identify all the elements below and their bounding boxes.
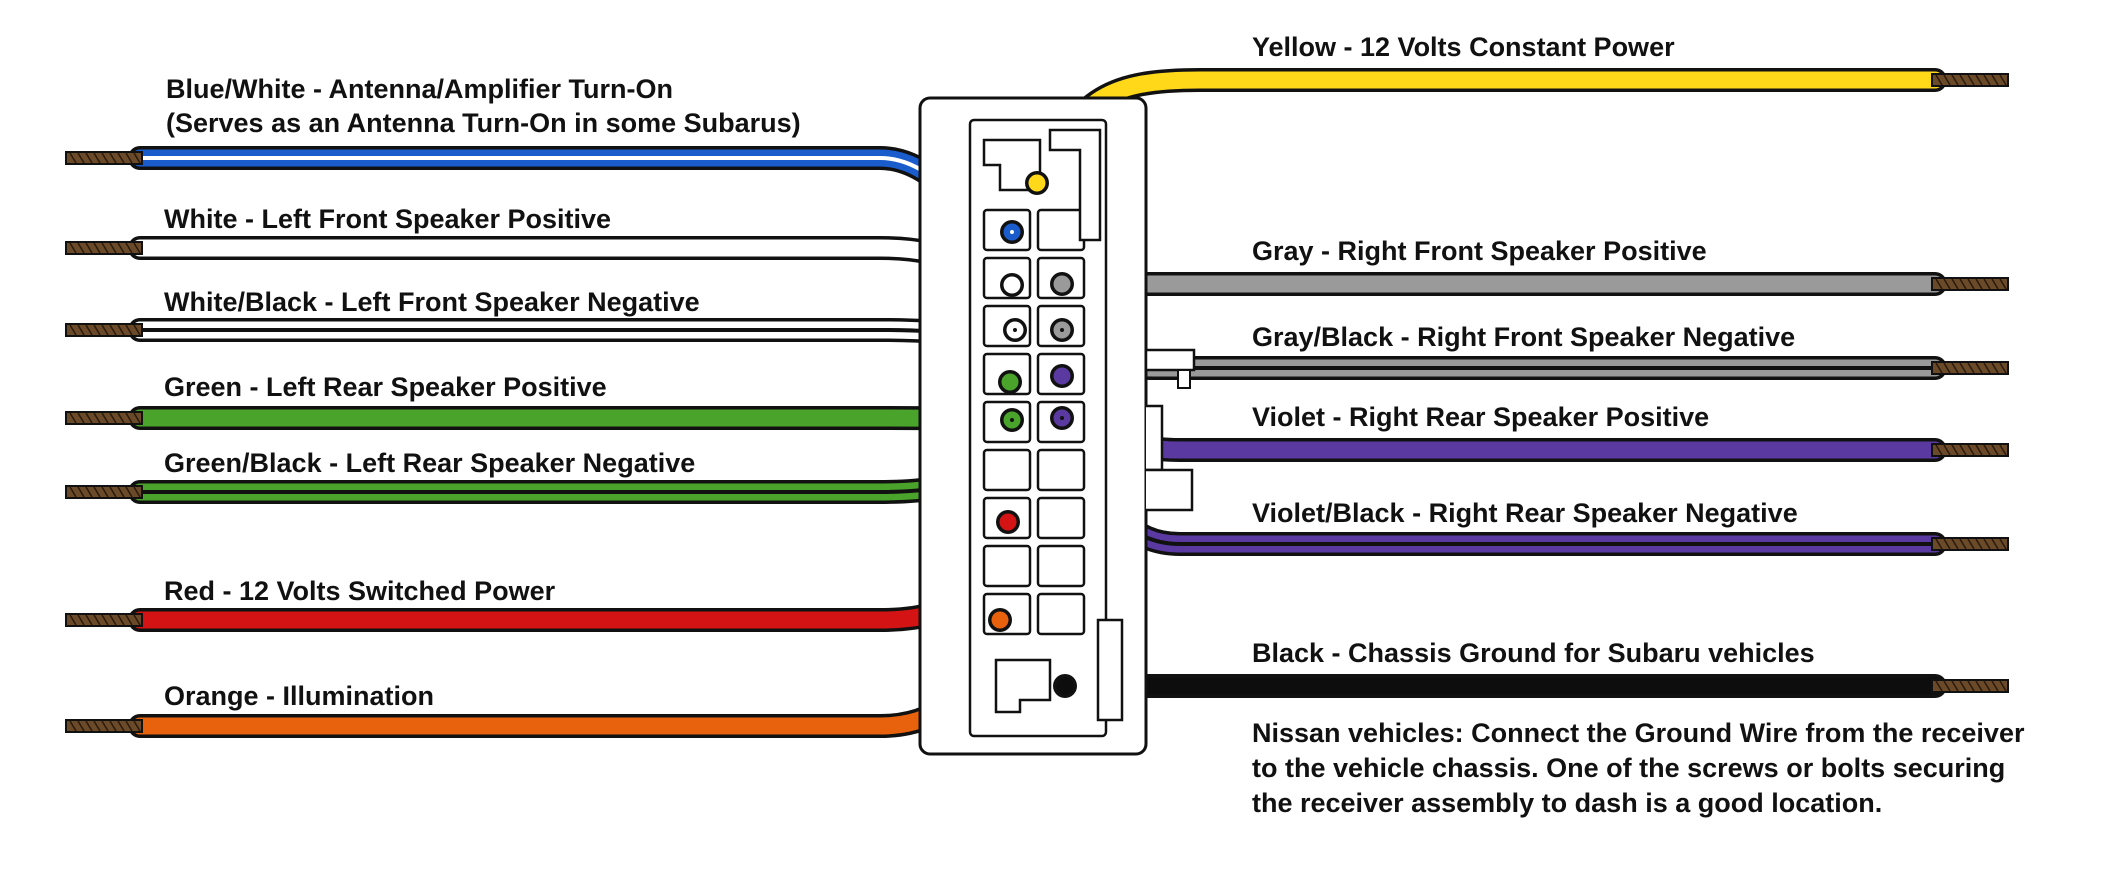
pin-cavity bbox=[982, 544, 1032, 588]
wire-label-green-black: Green/Black - Left Rear Speaker Negative bbox=[164, 446, 695, 480]
wire-label-line: Violet - Right Rear Speaker Positive bbox=[1252, 402, 1710, 432]
wire-label-violet-black: Violet/Black - Right Rear Speaker Negati… bbox=[1252, 496, 1798, 530]
bare-wire-end-blue-white bbox=[65, 151, 143, 165]
wire-tip-green bbox=[998, 370, 1022, 394]
note-line: Nissan vehicles: Connect the Ground Wire… bbox=[1252, 718, 2025, 748]
note-line: to the vehicle chassis. One of the screw… bbox=[1252, 753, 2006, 783]
wire-white-black bbox=[128, 318, 1027, 360]
bare-wire-end-green-black bbox=[65, 485, 143, 499]
wire-label-line: Black - Chassis Ground for Subaru vehicl… bbox=[1252, 638, 1815, 668]
pin-cavity bbox=[1036, 592, 1086, 636]
wire-tip-red bbox=[996, 510, 1020, 534]
bare-wire-end-black bbox=[1931, 679, 2009, 693]
pin-cavity bbox=[1036, 496, 1086, 540]
wire-tip-blue-white bbox=[1000, 220, 1024, 244]
pin-cavity bbox=[1036, 208, 1086, 252]
wire-tip-yellow bbox=[1025, 171, 1049, 195]
wire-label-line: Orange - Illumination bbox=[164, 681, 435, 711]
wire-label-yellow: Yellow - 12 Volts Constant Power bbox=[1252, 30, 1675, 64]
wire-label-gray: Gray - Right Front Speaker Positive bbox=[1252, 234, 1707, 268]
wire-label-orange: Orange - Illumination bbox=[164, 679, 434, 713]
wire-label-line: Yellow - 12 Volts Constant Power bbox=[1252, 32, 1675, 62]
wire-yellow bbox=[1025, 68, 1947, 195]
wire-label-line: Gray/Black - Right Front Speaker Negativ… bbox=[1252, 322, 1796, 352]
bare-wire-end-white-black bbox=[65, 323, 143, 337]
wire-label-violet: Violet - Right Rear Speaker Positive bbox=[1252, 400, 1709, 434]
wire-tip-orange bbox=[988, 608, 1012, 632]
harness-connector bbox=[918, 96, 1196, 756]
wire-label-line: White/Black - Left Front Speaker Negativ… bbox=[164, 287, 700, 317]
wire-label-white: White - Left Front Speaker Positive bbox=[164, 202, 611, 236]
bare-wire-end-red bbox=[65, 613, 143, 627]
wire-label-line: (Serves as an Antenna Turn-On in some Su… bbox=[166, 108, 801, 138]
wire-tip-green-black bbox=[1000, 408, 1024, 432]
bare-wire-end-violet-black bbox=[1931, 537, 2009, 551]
wire-label-line: Blue/White - Antenna/Amplifier Turn-On bbox=[166, 74, 673, 104]
wire-tip-gray-black bbox=[1050, 318, 1074, 342]
wire-label-line: Green - Left Rear Speaker Positive bbox=[164, 372, 607, 402]
pin-cavity bbox=[1036, 448, 1086, 492]
wire-label-green: Green - Left Rear Speaker Positive bbox=[164, 370, 607, 404]
wire-label-white-black: White/Black - Left Front Speaker Negativ… bbox=[164, 285, 700, 319]
wire-tip-violet bbox=[1050, 364, 1074, 388]
wire-label-red: Red - 12 Volts Switched Power bbox=[164, 574, 555, 608]
bare-wire-end-gray-black bbox=[1931, 361, 2009, 375]
bare-wire-end-gray bbox=[1931, 277, 2009, 291]
bare-wire-end-yellow bbox=[1931, 73, 2009, 87]
wire-label-line: Violet/Black - Right Rear Speaker Negati… bbox=[1252, 498, 1798, 528]
bare-wire-end-green bbox=[65, 411, 143, 425]
wire-tip-black bbox=[1053, 674, 1077, 698]
wire-tip-white-black bbox=[1003, 318, 1027, 342]
wire-label-line: Gray - Right Front Speaker Positive bbox=[1252, 236, 1707, 266]
wire-tip-violet-black bbox=[1050, 406, 1074, 430]
wire-label-line: White - Left Front Speaker Positive bbox=[164, 204, 612, 234]
wire-ends-layer bbox=[65, 73, 2009, 733]
nissan-ground-note: Nissan vehicles: Connect the Ground Wire… bbox=[1252, 716, 2024, 821]
bare-wire-end-violet bbox=[1931, 443, 2009, 457]
note-line: the receiver assembly to dash is a good … bbox=[1252, 788, 1883, 818]
wire-label-black: Black - Chassis Ground for Subaru vehicl… bbox=[1252, 636, 1815, 670]
connector-body bbox=[918, 96, 1196, 756]
wire-label-blue-white: Blue/White - Antenna/Amplifier Turn-On (… bbox=[166, 72, 801, 140]
wire-label-line: Green/Black - Left Rear Speaker Negative bbox=[164, 448, 696, 478]
bare-wire-end-orange bbox=[65, 719, 143, 733]
wire-label-line: Red - 12 Volts Switched Power bbox=[164, 576, 556, 606]
pin-cavity bbox=[982, 448, 1032, 492]
wire-tip-gray bbox=[1050, 272, 1074, 296]
wire-tip-white bbox=[1000, 273, 1024, 297]
bare-wire-end-white bbox=[65, 241, 143, 255]
wire-label-gray-black: Gray/Black - Right Front Speaker Negativ… bbox=[1252, 320, 1795, 354]
pin-cavity bbox=[1036, 544, 1086, 588]
